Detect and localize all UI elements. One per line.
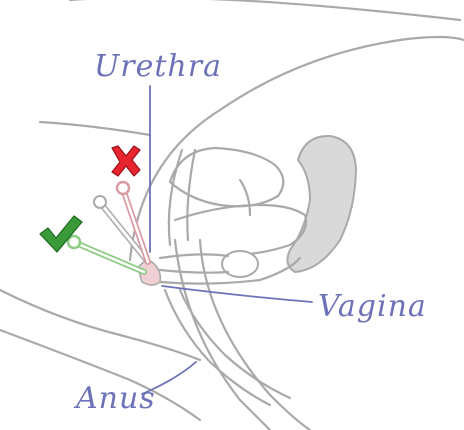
urethra-label: Urethra <box>94 49 222 84</box>
insertion-paths <box>68 182 148 272</box>
wrong-marker-icon <box>112 146 140 176</box>
anus-label: Anus <box>73 381 156 416</box>
uterus-shape <box>287 136 356 272</box>
wrong-path <box>117 182 148 262</box>
vagina-label: Vagina <box>318 289 427 324</box>
